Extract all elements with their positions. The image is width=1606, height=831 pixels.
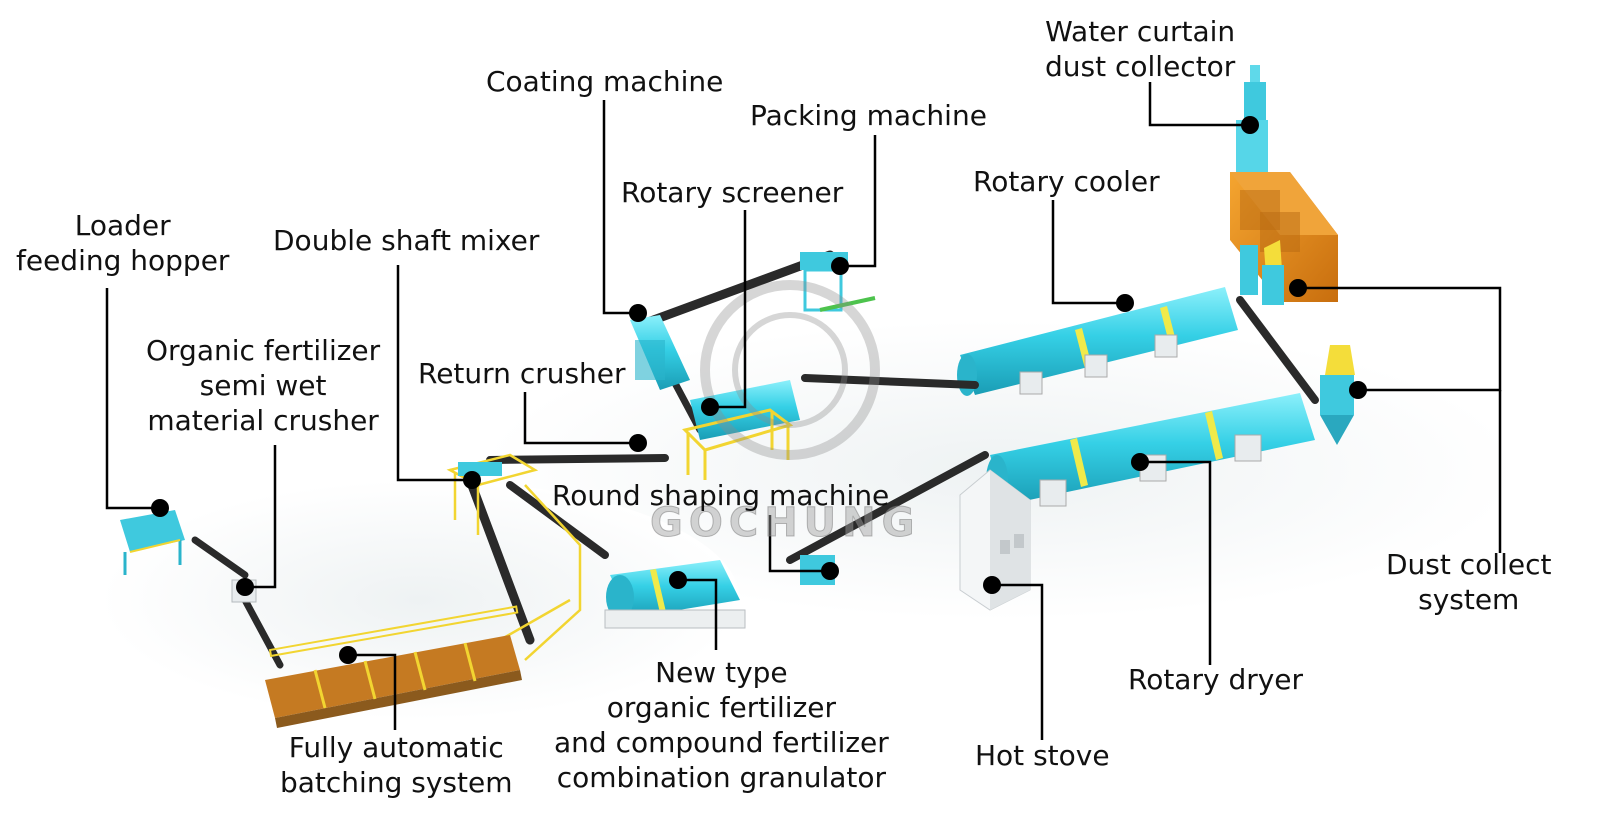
label-hot-stove: Hot stove	[975, 738, 1110, 773]
label-coating-machine: Coating machine	[486, 64, 723, 99]
label-line: organic fertilizer	[606, 691, 837, 724]
label-line: Rotary screener	[621, 176, 844, 209]
label-line: Rotary dryer	[1128, 663, 1304, 696]
label-line: batching system	[280, 766, 513, 799]
label-line: Fully automatic	[288, 731, 504, 764]
label-line: Water curtain	[1045, 15, 1236, 48]
label-line: dust collector	[1045, 50, 1236, 83]
granulator-drum	[604, 555, 835, 629]
label-semi-wet-crusher: Organic fertilizer semi wet material cru…	[146, 333, 380, 438]
label-line: Hot stove	[975, 739, 1110, 772]
label-new-type-granulator: New type organic fertilizer and compound…	[554, 655, 889, 795]
loader-hopper	[120, 510, 185, 575]
label-line: feeding hopper	[16, 244, 230, 277]
label-line: New type	[655, 656, 788, 689]
callout-dots	[151, 116, 1367, 664]
yellow-frame	[682, 408, 794, 480]
watermark-text: GOCHUNG	[649, 500, 921, 547]
label-line: combination granulator	[556, 761, 887, 794]
leader-lines	[105, 82, 1502, 740]
label-line: material crusher	[147, 404, 379, 437]
label-line: Double shaft mixer	[273, 224, 540, 257]
watermark-logo	[700, 280, 880, 460]
label-line: Dust collect	[1386, 548, 1552, 581]
label-water-curtain-dust-collector: Water curtain dust collector	[1045, 14, 1235, 84]
label-line: Loader	[74, 209, 171, 242]
label-line: Packing machine	[750, 99, 987, 132]
label-line: semi wet	[199, 369, 327, 402]
batching-bins	[265, 605, 522, 728]
label-rotary-screener: Rotary screener	[621, 175, 843, 210]
label-line: Rotary cooler	[973, 165, 1160, 198]
mixer-body	[458, 462, 502, 476]
hot-stove	[959, 469, 1031, 611]
label-round-shaping-machine: Round shaping machine	[552, 478, 889, 513]
label-rotary-cooler: Rotary cooler	[973, 164, 1160, 199]
label-double-shaft-mixer: Double shaft mixer	[273, 223, 539, 258]
cyclone-units	[1240, 245, 1355, 445]
label-line: Return crusher	[418, 357, 626, 390]
label-return-crusher: Return crusher	[418, 356, 626, 391]
dust-collect-box	[1230, 172, 1338, 305]
label-line: Round shaping machine	[552, 479, 890, 512]
label-packing-machine: Packing machine	[750, 98, 987, 133]
label-dust-collect-system: Dust collect system	[1386, 547, 1551, 617]
label-line: Organic fertilizer	[146, 334, 381, 367]
label-loader-feeding-hopper: Loader feeding hopper	[16, 208, 229, 278]
label-line: and compound fertilizer	[554, 726, 889, 759]
label-rotary-dryer: Rotary dryer	[1128, 662, 1303, 697]
label-batching-system: Fully automatic batching system	[280, 730, 512, 800]
label-line: system	[1418, 583, 1520, 616]
label-line: Coating machine	[486, 65, 724, 98]
